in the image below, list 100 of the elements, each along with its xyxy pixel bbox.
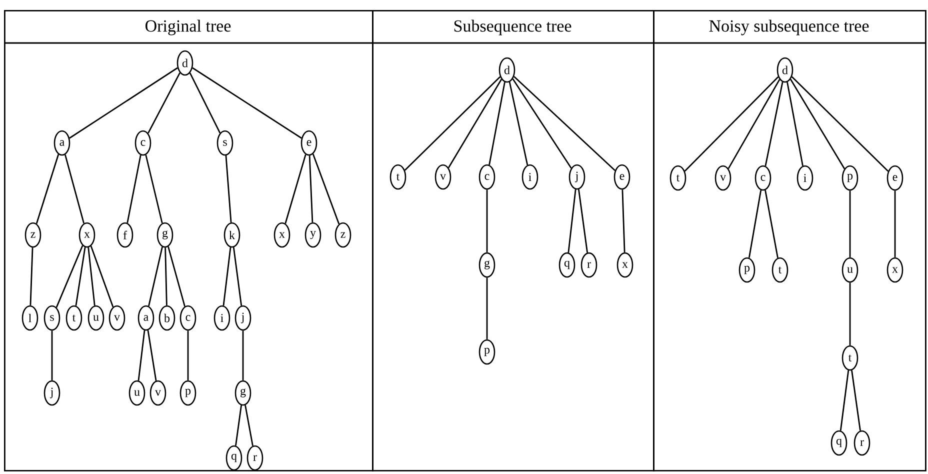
tree-edge xyxy=(486,278,488,340)
tree-edge xyxy=(126,154,142,224)
tree-node: p xyxy=(180,380,196,406)
tree-node: e xyxy=(300,130,318,156)
tree-edge xyxy=(849,282,851,346)
tree-edge xyxy=(312,154,340,224)
tree-node: v xyxy=(714,165,732,191)
tree-edge xyxy=(514,76,616,172)
tree-node: c xyxy=(754,165,772,191)
tree-node: c xyxy=(134,130,152,156)
tree-node: t xyxy=(670,165,686,191)
tree-edge xyxy=(232,247,242,306)
tree-edge xyxy=(69,67,178,139)
tree-edge xyxy=(622,190,626,252)
tree-node: z xyxy=(334,222,352,248)
tree-node: g xyxy=(234,380,252,406)
tree-edge xyxy=(486,190,488,252)
tree-node: c xyxy=(478,164,496,190)
tree-node: a xyxy=(54,130,70,156)
panel-heading: Subsequence tree xyxy=(454,20,572,36)
tree-edge xyxy=(308,156,314,222)
tree-node: t xyxy=(66,305,82,331)
tree-edge xyxy=(512,78,572,169)
tree-edge xyxy=(284,154,306,224)
tree-edge xyxy=(148,72,180,134)
tree-edge xyxy=(88,247,96,306)
tree-edge xyxy=(894,190,896,258)
tree-node: q xyxy=(558,252,576,278)
tree-edge xyxy=(404,76,501,171)
tree-edge xyxy=(791,76,889,172)
tree-edge xyxy=(147,330,157,381)
tree-edge xyxy=(235,405,242,446)
panel-heading: Noisy subsequence tree xyxy=(709,20,869,36)
tree-edge xyxy=(748,190,762,258)
tree-node: t xyxy=(772,257,788,283)
tree-node: i xyxy=(796,165,814,191)
tree-edge xyxy=(684,76,779,172)
tree-node: p xyxy=(842,165,858,191)
tree-edge xyxy=(168,246,186,307)
tree-edge xyxy=(138,330,146,381)
tree-edge xyxy=(786,82,804,166)
tree-edge xyxy=(75,247,86,306)
tree-edge xyxy=(225,156,232,222)
tree-edge xyxy=(568,189,576,253)
tree-node: d xyxy=(176,50,194,76)
tree-node: r xyxy=(580,252,598,278)
tree-node: i xyxy=(214,305,230,331)
tree-node: u xyxy=(842,257,858,283)
tree-node: c xyxy=(180,305,196,331)
tree-edge xyxy=(36,154,60,224)
tree-node: p xyxy=(738,257,756,283)
tree-edge xyxy=(30,248,34,306)
tree-node: v xyxy=(108,305,126,331)
tree-node: f xyxy=(116,222,134,248)
tree-edge xyxy=(187,330,189,380)
tree-node: y xyxy=(304,222,322,248)
tree-node: a xyxy=(138,305,154,331)
tree-node: l xyxy=(22,305,38,331)
tree-node: x xyxy=(274,222,290,248)
tree-edge xyxy=(840,370,850,431)
tree-edge xyxy=(189,72,221,134)
tree-edge xyxy=(488,82,506,165)
tree-edge xyxy=(244,405,254,446)
tree-node: x xyxy=(616,252,634,278)
tree-node: x xyxy=(78,222,96,248)
tree-node: k xyxy=(224,222,240,248)
tree-edge xyxy=(508,82,528,166)
tree-edge xyxy=(192,67,302,139)
tree-node: j xyxy=(234,305,252,331)
tree-node: v xyxy=(150,380,166,406)
tree-edge xyxy=(56,245,84,308)
tree-node: d xyxy=(498,57,516,83)
tree-node: g xyxy=(156,222,174,248)
tree-node: v xyxy=(434,164,452,190)
tree-edge xyxy=(90,246,114,308)
tree-node: u xyxy=(128,380,146,406)
tree-edge xyxy=(222,247,232,306)
tree-node: i xyxy=(522,164,538,190)
tree-node: g xyxy=(478,252,496,278)
tree-node: r xyxy=(854,430,870,456)
panel xyxy=(653,10,926,472)
tree-edge xyxy=(51,330,53,380)
tree-node: t xyxy=(842,345,858,371)
tree-edge xyxy=(145,154,163,224)
tree-edge xyxy=(728,79,780,169)
tree-node: b xyxy=(158,305,176,331)
tree-node: j xyxy=(568,164,586,190)
tree-node: q xyxy=(830,430,848,456)
tree-node: p xyxy=(478,339,496,365)
tree-edge xyxy=(849,190,851,258)
tree-edge xyxy=(64,154,85,224)
tree-node: z xyxy=(24,222,42,248)
tree-edge xyxy=(148,246,163,306)
tree-edge xyxy=(242,330,244,380)
panel-heading: Original tree xyxy=(146,20,231,36)
tree-node: q xyxy=(226,445,242,471)
tree-edge xyxy=(764,190,778,258)
tree-edge xyxy=(448,78,502,168)
tree-node: s xyxy=(44,305,60,331)
tree-node: t xyxy=(390,164,406,190)
